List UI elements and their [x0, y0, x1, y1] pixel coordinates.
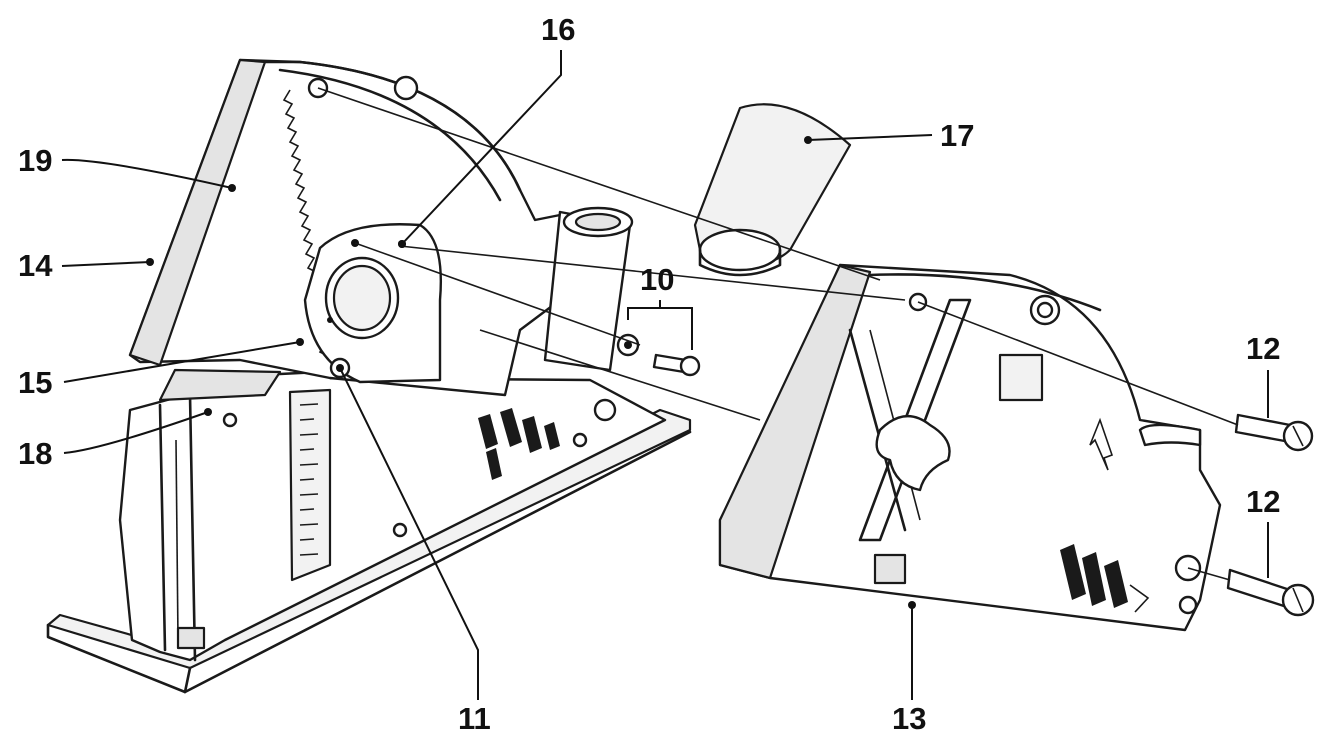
callout-12-upper: 12 [1246, 331, 1281, 366]
callout-15: 15 [18, 365, 53, 400]
callout-19: 19 [18, 143, 53, 178]
assembly-lines [317, 87, 1239, 581]
callout-18: 18 [18, 436, 53, 471]
callout-13: 13 [892, 701, 927, 736]
housing-vents [478, 408, 560, 480]
leader-lines [61, 50, 1269, 700]
direction-arrow [1089, 417, 1114, 471]
guard-vents [1060, 544, 1150, 613]
callout-10: 10 [640, 262, 675, 297]
dust-adapter [693, 103, 852, 277]
angle-scale [288, 388, 332, 582]
lever-18 [158, 368, 282, 402]
callout-14: 14 [18, 248, 53, 283]
lower-blade-guard [718, 263, 1222, 632]
screws-12 [1226, 413, 1315, 617]
clamp-knob [875, 415, 951, 492]
callout-11: 11 [458, 701, 491, 736]
callout-16: 16 [541, 12, 576, 47]
upper-blade-guard [128, 58, 634, 402]
callout-17: 17 [940, 118, 975, 153]
callout-12-lower: 12 [1246, 484, 1281, 519]
